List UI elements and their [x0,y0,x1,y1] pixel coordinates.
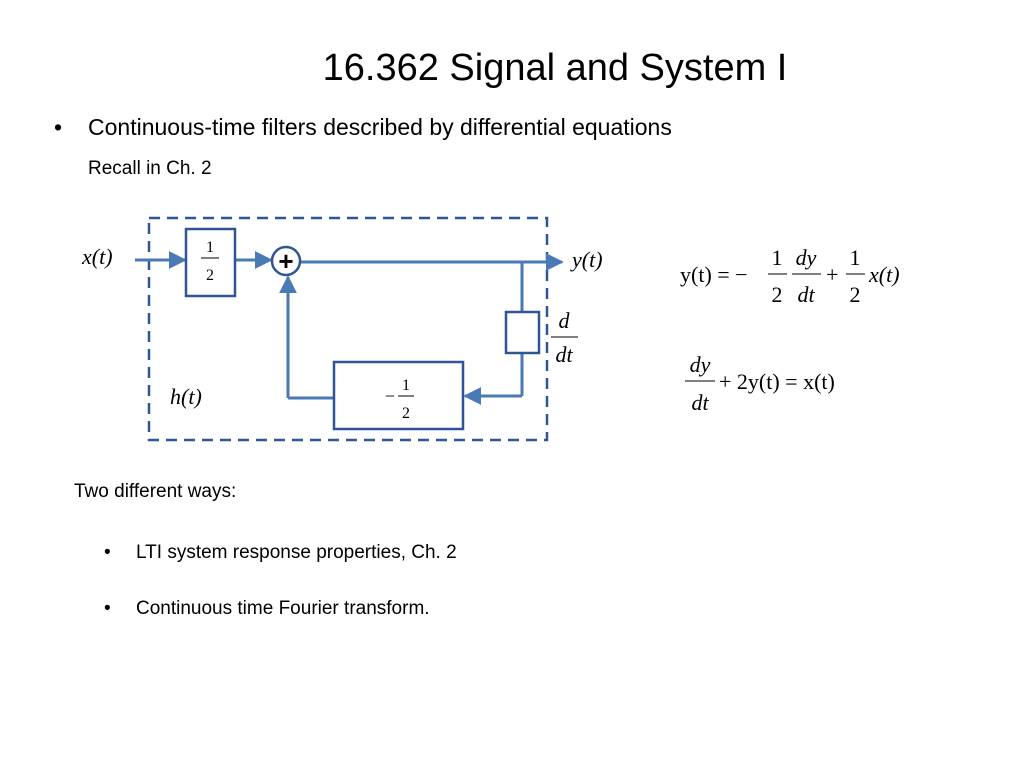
equation-1-frac2-num: dy [796,245,817,270]
system-boundary [147,216,549,442]
recall-note: Recall in Ch. 2 [88,158,212,179]
derivative-numerator: d [559,308,571,333]
equation-2: dy dt + 2y(t) = x(t) [685,352,835,415]
gain-top-numerator: 1 [206,239,214,256]
equation-1-frac1-den: 2 [772,282,783,307]
equation-1-frac3-den: 2 [850,282,861,307]
gain-feedback-sign: − [385,386,395,406]
gain-feedback-numerator: 1 [402,377,410,394]
gain-feedback-denominator: 2 [402,405,410,422]
bullet-dot: • [104,598,111,619]
gain-block-neg-half [332,360,465,431]
equation-2-frac-den: dt [691,390,709,415]
input-label: x(t) [81,244,113,269]
method-text: Continuous time Fourier transform. [136,598,430,619]
bullet-dot: • [104,542,111,563]
derivative-block [504,310,541,355]
two-ways-heading: Two different ways: [74,481,237,502]
slide-title: 16.362 Signal and System I [322,47,788,89]
main-bullet-text: Continuous-time filters described by dif… [88,114,672,140]
equation-1-plus: + [826,262,838,287]
equation-1-rhs: x(t) [868,262,900,287]
bullet-dot: • [54,114,63,140]
equation-1-frac3-num: 1 [850,245,861,270]
adder-plus-icon: + [278,246,293,276]
method-text: LTI system response properties, Ch. 2 [136,542,457,563]
adder-circle [270,245,302,277]
system-label: h(t) [170,384,202,409]
derivative-denominator: dt [555,342,573,367]
equation-1-lhs: y(t) = − [680,262,748,287]
equation-1-frac1-num: 1 [772,245,783,270]
gain-block-half [184,227,237,298]
equation-2-frac-num: dy [690,352,711,377]
equation-1-frac2-den: dt [797,282,815,307]
equation-1: y(t) = − 1 2 dy dt + 1 2 x(t) [680,245,900,307]
equation-2-rest: + 2y(t) = x(t) [719,369,835,394]
gain-top-denominator: 2 [206,267,214,284]
output-label: y(t) [570,247,603,272]
